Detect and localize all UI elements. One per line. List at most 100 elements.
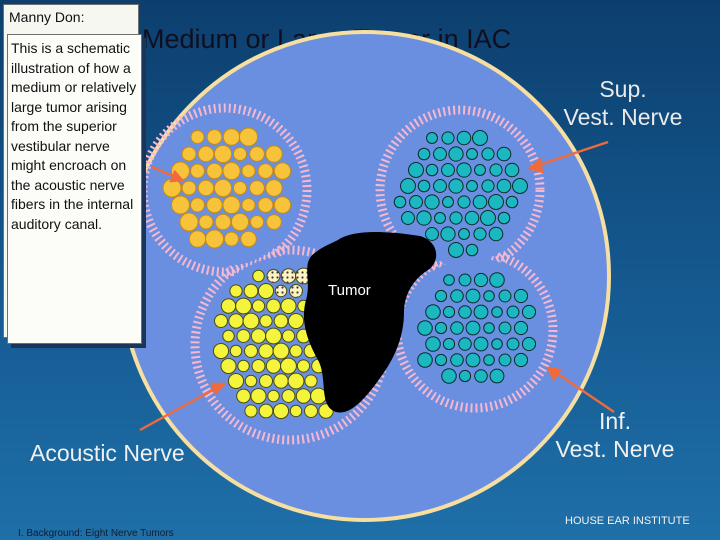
facial-nerve-fiber: [222, 128, 241, 146]
facial-nerve-fiber: [198, 214, 214, 230]
acoustic-nerve-fiber: [287, 312, 305, 330]
acoustic-nerve-fiber: [243, 283, 259, 299]
facial-nerve-fiber: [214, 213, 232, 231]
inf-vest-nerve-fiber: [465, 352, 481, 368]
speaker-note-box: Manny Don: This is a schematic illustrat…: [3, 4, 145, 344]
acoustic-nerve-fiber: [235, 297, 252, 315]
facial-nerve-fiber: [204, 229, 225, 249]
facial-nerve-fiber: [241, 197, 256, 213]
nerve-fibers: [162, 127, 537, 420]
sup-vest-nerve-fiber: [448, 242, 464, 258]
sup-vest-nerve-fiber: [441, 131, 455, 145]
inf-vest-nerve-fiber: [425, 304, 441, 320]
sup-vest-nerve-fiber: [440, 226, 456, 242]
sup-vest-nerve-fiber: [456, 130, 472, 146]
facial-nerve-fiber: [273, 162, 292, 180]
acoustic-nerve-label: Acoustic Nerve: [30, 440, 185, 466]
footer-section-label: I. Background: Eight Nerve Tumors: [18, 528, 174, 539]
inf-vest-nerve-fiber: [513, 320, 529, 336]
facial-nerve-fiber: [265, 179, 283, 197]
sup-vest-nerve-fiber: [417, 179, 431, 193]
facial-nerve-fiber: [241, 163, 256, 179]
sup-vest-nerve-fiber: [466, 180, 478, 192]
inf-vest-nerve-fiber: [483, 290, 495, 302]
inf-vest-nerve-fiber: [417, 320, 433, 336]
inf-vest-nerve-fiber: [450, 353, 464, 367]
acoustic-nerve-fiber: [258, 343, 274, 359]
sup-vest-nerve-fiber: [457, 195, 471, 209]
tumor-mass: [303, 232, 437, 413]
acoustic-nerve-fiber: [229, 344, 243, 358]
facial-nerve-fiber: [238, 127, 259, 147]
inf-vest-nerve-label: Inf. Vest. Nerve: [555, 408, 675, 462]
facial-nerve-fiber: [232, 180, 248, 196]
sup-vest-nerve-fiber: [448, 178, 464, 194]
inf-vest-nerve-fiber: [434, 289, 448, 303]
acoustic-nerve-fiber: [250, 387, 267, 405]
acoustic-nerve-fiber: [295, 388, 312, 404]
facial-nerve-fiber: [249, 214, 265, 230]
facial-nerve-fiber: [197, 179, 215, 197]
sup-vest-arrow: [529, 140, 609, 170]
sup-vest-nerve-fiber: [433, 179, 447, 193]
facial-nerve-fiber: [206, 129, 223, 145]
sup-vest-nerve-fiber: [426, 132, 438, 144]
facial-nerve-fiber: [232, 146, 248, 162]
acoustic-nerve-fiber: [274, 284, 288, 298]
acoustic-nerve-fiber: [266, 298, 281, 314]
acoustic-nerve-fiber: [220, 298, 237, 314]
inf-vest-nerve-fiber: [506, 305, 520, 319]
acoustic-nerve-fiber: [258, 403, 274, 419]
acoustic-nerve-fiber: [228, 313, 244, 329]
inf-vest-nerve-fiber: [450, 321, 464, 335]
sup-vest-nerve-fiber: [401, 211, 415, 225]
inf-vest-nerve-fiber: [473, 336, 489, 352]
acoustic-nerve-fiber: [244, 344, 258, 358]
inf-vest-nerve-fiber: [458, 305, 472, 319]
inf-vest-nerve-fiber: [498, 353, 512, 367]
sup-vest-nerve-fiber: [488, 226, 504, 242]
sup-vest-nerve-fiber: [433, 147, 447, 161]
acoustic-nerve-fiber: [236, 329, 251, 343]
facial-nerve-fiber: [190, 197, 205, 213]
sup-vest-nerve-fiber: [442, 196, 454, 208]
acoustic-nerve-fiber: [251, 299, 266, 313]
inf-vest-nerve-fiber: [491, 306, 503, 318]
inf-vest-nerve-fiber: [458, 273, 472, 287]
inf-vest-nerve-fiber: [465, 320, 481, 336]
facial-nerve-fiber: [181, 180, 197, 196]
acoustic-nerve-fiber: [250, 328, 267, 344]
sup-vest-nerve-fiber: [473, 227, 487, 241]
sup-vest-nerve-fiber: [400, 178, 416, 194]
facial-nerve-fiber: [206, 162, 223, 180]
inf-vest-nerve-fiber: [417, 352, 433, 368]
tumor-label: Tumor: [328, 282, 371, 299]
footer-institute-label: HOUSE EAR INSTITUTE: [565, 515, 690, 527]
facial-nerve-fiber: [190, 163, 205, 179]
sup-vest-nerve-fiber: [466, 148, 478, 160]
acoustic-nerve-fiber: [287, 372, 305, 390]
acoustic-nerve-fiber: [259, 314, 273, 328]
inf-vest-arrow: [551, 369, 615, 413]
note-body-card: This is a schematic illustration of how …: [7, 34, 142, 344]
facial-nerve-fiber: [265, 145, 283, 163]
facial-nerve-fiber: [249, 146, 265, 162]
acoustic-nerve-fiber: [265, 327, 282, 345]
facial-nerve-fiber: [213, 178, 233, 198]
inf-vest-nerve-fiber: [483, 322, 495, 334]
acoustic-nerve-fiber: [212, 342, 230, 360]
sup-vest-nerve-fiber: [408, 162, 424, 178]
note-header: Manny Don:: [9, 9, 85, 25]
acoustic-nerve-fiber: [237, 359, 250, 373]
inf-vest-nerve-fiber: [443, 274, 455, 286]
sup-vest-nerve-fiber: [425, 163, 439, 177]
inf-vest-nerve-fiber: [474, 369, 488, 383]
inf-vest-nerve-fiber: [513, 288, 529, 304]
inf-vest-nerve-fiber: [465, 288, 481, 304]
acoustic-nerve-fiber: [251, 359, 266, 373]
acoustic-nerve-fiber: [273, 313, 289, 329]
facial-nerve-fiber: [188, 230, 207, 248]
note-text: This is a schematic illustration of how …: [11, 40, 137, 232]
sup-vest-nerve-fiber: [489, 163, 503, 177]
sup-vest-nerve-fiber: [496, 146, 512, 162]
